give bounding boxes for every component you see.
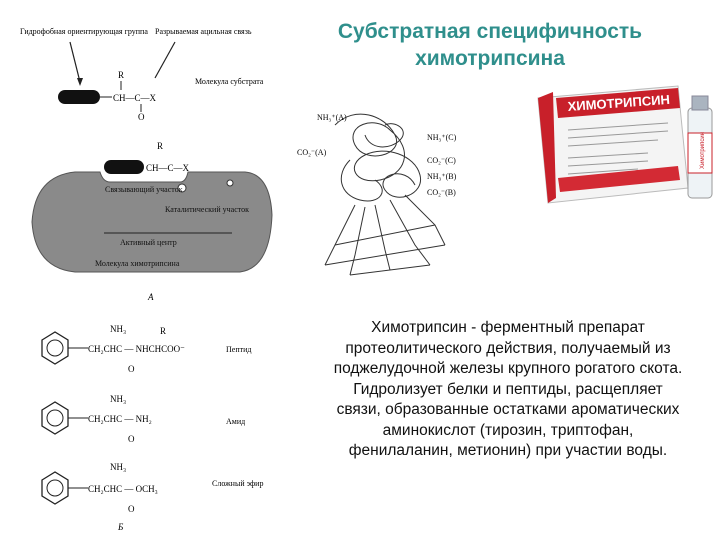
bound-hydrophobic-group <box>104 160 144 174</box>
enzyme-molecule-shape <box>31 171 273 273</box>
peptide-structure: CH₂CHC — NHCHCOO⁻ NH₃ R O Пептид <box>41 324 251 374</box>
binding-site-label: Связывающий участок <box>105 185 183 194</box>
svg-text:NH₃: NH₃ <box>110 394 126 404</box>
box-brand-band <box>556 88 680 118</box>
label-co2-c: CO₂⁻(C) <box>427 156 456 165</box>
figure-letter-a: А <box>147 292 154 300</box>
arrowhead <box>77 78 83 86</box>
label-nh3-b: NH₃⁺(B) <box>427 172 457 181</box>
bond-label: Разрываемая ацильная связь <box>155 27 252 36</box>
box-side-stripe <box>538 92 556 203</box>
enzyme-substrate-diagram: Гидрофобная ориентирующая группа Разрыва… <box>20 27 273 300</box>
ester-label: Сложный эфир <box>212 479 263 488</box>
hydrophobic-group-label: Гидрофобная ориентирующая группа <box>20 27 148 36</box>
product-photo: ХИМОТРИПСИН Химотрипсин <box>537 85 713 204</box>
formula-o: O <box>138 112 145 122</box>
description-text: Химотрипсин - ферментный препарат протео… <box>333 319 683 459</box>
catalytic-site-label: Каталитический участок <box>165 205 249 214</box>
ester-structure: CH₂CHC — OCH₃ NH₃ O Сложный эфир <box>41 462 263 514</box>
vial-cap <box>691 95 709 111</box>
svg-text:CH₂CHC — NH₂: CH₂CHC — NH₂ <box>88 414 152 424</box>
svg-text:O: O <box>128 434 135 444</box>
catalytic-point <box>177 183 187 193</box>
hydrophobic-group-shape <box>58 90 100 104</box>
amide-label: Амид <box>226 417 245 426</box>
svg-text:NH₃: NH₃ <box>110 324 126 334</box>
bound-formula: CH—C—X <box>146 163 190 173</box>
active-center-label: Активный центр <box>120 238 177 247</box>
hydrophobic-arrow <box>69 41 81 83</box>
vial-label-text: Химотрипсин <box>700 132 706 169</box>
label-co2-a: CO₂⁻(A) <box>297 148 327 157</box>
svg-text:R: R <box>160 326 166 336</box>
substrate-structures-diagram: CH₂CHC — NHCHCOO⁻ NH₃ R O Пептид CH₂CHC … <box>41 324 263 532</box>
bound-formula-r: R <box>157 141 163 151</box>
svg-text:NH₃: NH₃ <box>110 462 126 472</box>
figure-letter-b: Б <box>117 522 124 532</box>
formula-ch: CH—C—X <box>113 93 157 103</box>
protein-structure-diagram: NH₃⁺(A) CO₂⁻(A) NH₃⁺(C) CO₂⁻(C) NH₃⁺(B) … <box>297 113 457 276</box>
bond-arrow <box>154 41 176 79</box>
box-brand-text: ХИМОТРИПСИН <box>567 92 670 114</box>
enzyme-molecule-label: Молекула химотрипсина <box>95 259 180 268</box>
svg-text:CH₂CHC — OCH₃: CH₂CHC — OCH₃ <box>88 484 158 494</box>
svg-text:CH₂CHC — NHCHCOO⁻: CH₂CHC — NHCHCOO⁻ <box>88 344 185 354</box>
title-line-2: химотрипсина <box>415 47 565 70</box>
label-nh3-c: NH₃⁺(C) <box>427 133 457 142</box>
vial-label <box>687 132 713 174</box>
svg-text:O: O <box>128 504 135 514</box>
peptide-label: Пептид <box>226 345 251 354</box>
svg-text:O: O <box>128 364 135 374</box>
catalytic-point <box>226 179 234 187</box>
formula-r: R <box>118 70 124 80</box>
amide-structure: CH₂CHC — NH₂ NH₃ O Амид <box>41 394 245 444</box>
label-co2-b: CO₂⁻(B) <box>427 188 456 197</box>
page-title: Субстратная специфичность химотрипсина <box>300 18 680 72</box>
label-nh3-a: NH₃⁺(A) <box>317 113 347 122</box>
box-bottom-band <box>558 166 680 192</box>
substrate-label: Молекула субстрата <box>195 77 264 86</box>
title-line-1: Субстратная специфичность <box>337 20 643 43</box>
